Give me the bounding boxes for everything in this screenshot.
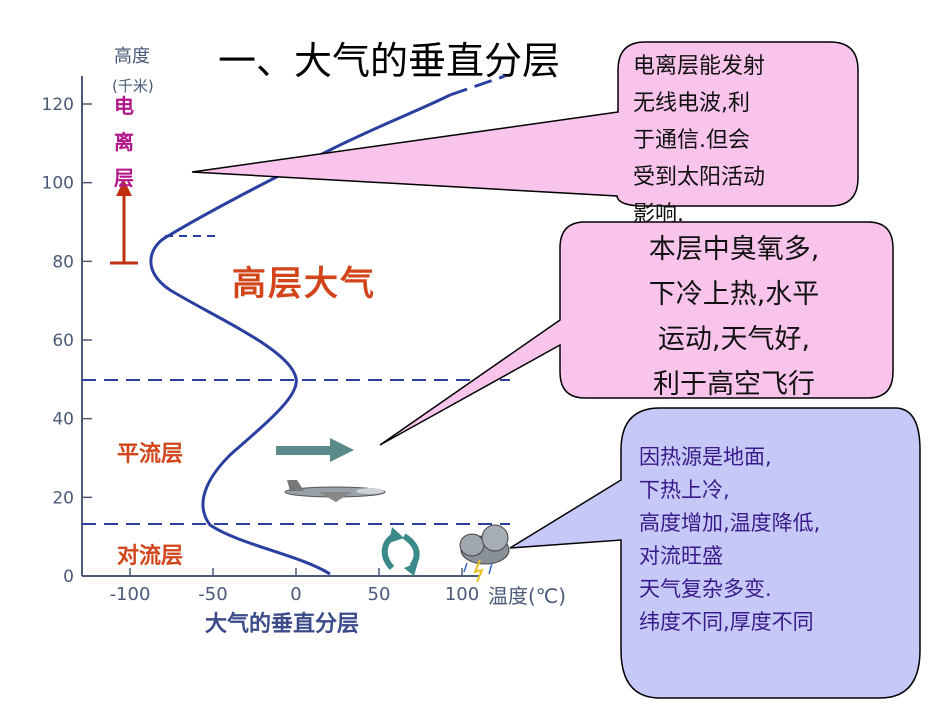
horizontal-movement-arrow [276,446,331,455]
y-tick-label: 100 [42,174,74,194]
callout-line: 无线电波,利 [633,91,750,116]
troposphere-callout-text: 因热源是地面, 下热上冷, 高度增加,温度降低, 对流旺盛 天气复杂多变. 纬度… [639,441,820,639]
x-tick-label: -100 [110,584,151,605]
x-tick-label: 0 [290,584,301,605]
callout-line: 下冷上热,水平 [648,279,820,310]
y-axis-unit: (千米) [112,77,154,95]
stratosphere-label: 平流层 [117,442,184,467]
callout-line: 下热上冷, [639,478,730,502]
callout-line: 高度增加,温度降低, [639,511,821,535]
callout-line: 对流旺盛 [639,544,723,568]
y-tick-label: 80 [52,252,74,272]
troposphere-label: 对流层 [117,544,184,569]
chart-caption: 大气的垂直分层 [205,612,360,637]
troposphere-callout [509,407,921,699]
callout-line: 受到太阳活动 [633,165,766,190]
ionosphere-callout-text: 电离层能发射 无线电波,利 于通信.但会 受到太阳活动 影响. [633,48,765,233]
callout-line: 本层中臭氧多, [648,234,820,265]
callout-line: 天气复杂多变. [639,577,772,601]
y-tick-label: 20 [52,488,74,508]
convection-arrows-icon [381,527,420,576]
stratosphere-callout-text: 本层中臭氧多, 下冷上热,水平 运动,天气好, 利于高空飞行 [604,227,864,407]
x-tick-label: -50 [198,584,227,605]
y-ticks: 0 20 40 60 80 100 120 [42,95,92,587]
upper-atmosphere-label: 高层大气 [232,264,376,304]
y-axis-title: 高度 [114,46,150,67]
storm-cloud-icon [459,524,510,583]
callout-line: 因热源是地面, [639,445,772,469]
callout-line: 电离层能发射 [633,54,766,79]
callout-line: 纬度不同,厚度不同 [639,610,814,634]
x-tick-label: 100 [445,584,479,605]
x-ticks: -100 -50 0 50 100 [110,568,479,605]
ionosphere-arrowhead [116,180,132,196]
y-tick-label: 40 [52,410,74,430]
stratosphere-callout [379,221,894,446]
callout-line: 于通信.但会 [633,128,750,153]
airplane-icon [284,480,386,502]
x-axis-title: 温度(℃) [488,584,567,608]
horizontal-arrowhead [330,438,354,462]
x-tick-label: 50 [368,584,391,605]
callout-line: 影响. [633,202,684,227]
y-tick-label: 120 [42,95,74,115]
y-tick-label: 0 [63,567,74,587]
y-tick-label: 60 [52,331,74,351]
callout-line: 利于高空飞行 [653,369,815,400]
ionosphere-callout [191,41,859,207]
ionosphere-label: 电离层 [114,94,134,190]
callout-line: 运动,天气好, [657,324,811,355]
temperature-curve-extension [449,74,506,97]
